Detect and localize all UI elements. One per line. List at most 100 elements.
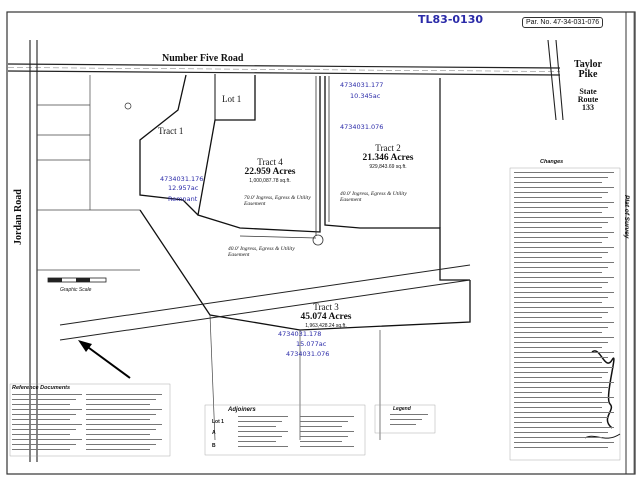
fine-print-line xyxy=(514,187,614,188)
fine-print-line xyxy=(12,449,70,450)
tract-1-label: Tract 1 xyxy=(158,126,184,136)
fine-print-line xyxy=(514,412,614,413)
pike-edge-left xyxy=(547,39,557,121)
parcel-line xyxy=(209,314,216,441)
graphic-scale-label: Graphic Scale xyxy=(60,287,92,293)
fine-print-line xyxy=(238,421,282,422)
fine-print-line xyxy=(86,394,162,395)
fine-print-line xyxy=(12,429,76,430)
fine-print-line xyxy=(514,417,608,418)
fine-print-line xyxy=(514,317,602,318)
tract-2-label: Tract 2 xyxy=(375,143,401,153)
fine-print-line xyxy=(514,312,608,313)
fine-print-line xyxy=(514,342,608,343)
north-arrow-head-icon xyxy=(78,340,92,352)
fine-print-line xyxy=(12,404,70,405)
fine-print-line xyxy=(514,232,614,233)
fine-print-line xyxy=(12,444,76,445)
fine-print-line xyxy=(514,387,608,388)
fine-print-line xyxy=(300,431,354,432)
fine-print-line xyxy=(514,287,602,288)
fine-print-line xyxy=(238,441,276,442)
fine-print-line xyxy=(514,357,608,358)
fine-print-line xyxy=(514,182,602,183)
fine-print-line xyxy=(514,407,602,408)
fine-print-line xyxy=(514,242,602,243)
fine-print-line xyxy=(12,409,82,410)
tract-4-sqft: 1,000,087.78 sq.ft. xyxy=(249,178,291,184)
fine-print-line xyxy=(514,322,614,323)
fine-print-line xyxy=(300,421,348,422)
fine-print-line xyxy=(12,394,82,395)
tract-2-handwritten-note: 4734031.076 xyxy=(340,123,384,131)
tract-1-handwritten-id: 4734031.176 xyxy=(160,175,204,183)
signature-drawing xyxy=(591,350,615,429)
fine-print-line xyxy=(514,177,608,178)
fine-print-line xyxy=(514,282,608,283)
fine-print-line xyxy=(300,446,354,447)
tract-2-handwritten-id: 4734031.177 xyxy=(340,81,384,89)
tract-4-boundary xyxy=(197,75,321,233)
fine-print-line xyxy=(12,434,70,435)
reference-documents-heading: Reference Documents xyxy=(12,385,71,391)
road-label-taylor-pike: Taylor Pike xyxy=(574,59,602,80)
adjoiner-key-b: B xyxy=(212,443,216,449)
tract-2-handwritten-acres: 10.345ac xyxy=(350,92,381,100)
road-edge-top xyxy=(7,63,561,69)
tract-3-handwritten-note: 4734031.076 xyxy=(286,350,330,358)
fine-print-line xyxy=(300,416,354,417)
fine-print-line xyxy=(514,367,614,368)
fine-print-line xyxy=(514,392,602,393)
tract-4-label: Tract 4 xyxy=(257,157,283,167)
legend-heading: Legend xyxy=(393,406,411,412)
easement-strip xyxy=(239,235,317,239)
tract-3-acres: 45.074 Acres xyxy=(300,312,352,322)
graphic-scale-block xyxy=(48,278,62,282)
fine-print-line xyxy=(238,446,288,447)
fine-print-line xyxy=(514,172,614,173)
fine-print-line xyxy=(390,414,428,415)
fine-print-line xyxy=(86,434,150,435)
fine-print-line xyxy=(514,202,614,203)
fine-print-line xyxy=(514,337,614,338)
fine-print-line xyxy=(86,419,150,420)
tract-1-handwritten-note: Remnant xyxy=(168,195,198,203)
fine-print-line xyxy=(514,197,602,198)
fine-print-line xyxy=(514,427,614,428)
fine-print-line xyxy=(514,222,608,223)
tract-2-acres: 21.346 Acres xyxy=(362,153,414,163)
fine-print-line xyxy=(86,409,162,410)
fine-print-line xyxy=(514,442,614,443)
fine-print-line xyxy=(514,382,614,383)
tract-3-sqft: 1,963,428.24 sq.ft. xyxy=(305,323,347,329)
fine-print-line xyxy=(514,297,608,298)
fine-print-line xyxy=(86,424,162,425)
parcel-number-stamp: Par. No. 47-34-031-076 xyxy=(522,17,604,28)
fine-print-line xyxy=(514,217,614,218)
changes-heading: Changes xyxy=(540,159,564,165)
fine-print-line xyxy=(12,414,76,415)
fine-print-line xyxy=(514,267,608,268)
fine-print-line xyxy=(86,399,156,400)
sheet-border xyxy=(6,11,636,475)
lot-1-label: Lot 1 xyxy=(222,94,242,104)
tract-4-acres: 22.959 Acres xyxy=(244,167,296,177)
fine-print-line xyxy=(12,439,82,440)
road-edge-bottom xyxy=(7,70,561,76)
adjoiner-key-a: A xyxy=(212,430,216,436)
tract-2-sqft: 929,843.69 sq.ft. xyxy=(369,164,407,170)
fine-print-line xyxy=(238,431,288,432)
road-centerline xyxy=(7,67,561,72)
fine-print-line xyxy=(390,424,416,425)
fine-print-line xyxy=(12,424,82,425)
fine-print-line xyxy=(238,436,282,437)
fine-print-line xyxy=(86,429,156,430)
fine-print-line xyxy=(514,332,602,333)
easement-label-40ft-east: 40.0' Ingress, Egress & Utility Easement xyxy=(340,191,407,203)
easement-label-40ft-south: 40.0' Ingress, Egress & Utility Easement xyxy=(228,246,295,258)
fine-print-line xyxy=(514,397,614,398)
fine-print-line xyxy=(514,237,608,238)
road-label-number-five: Number Five Road xyxy=(162,53,244,64)
plat-title-vertical: Plat of Survey xyxy=(623,195,630,239)
